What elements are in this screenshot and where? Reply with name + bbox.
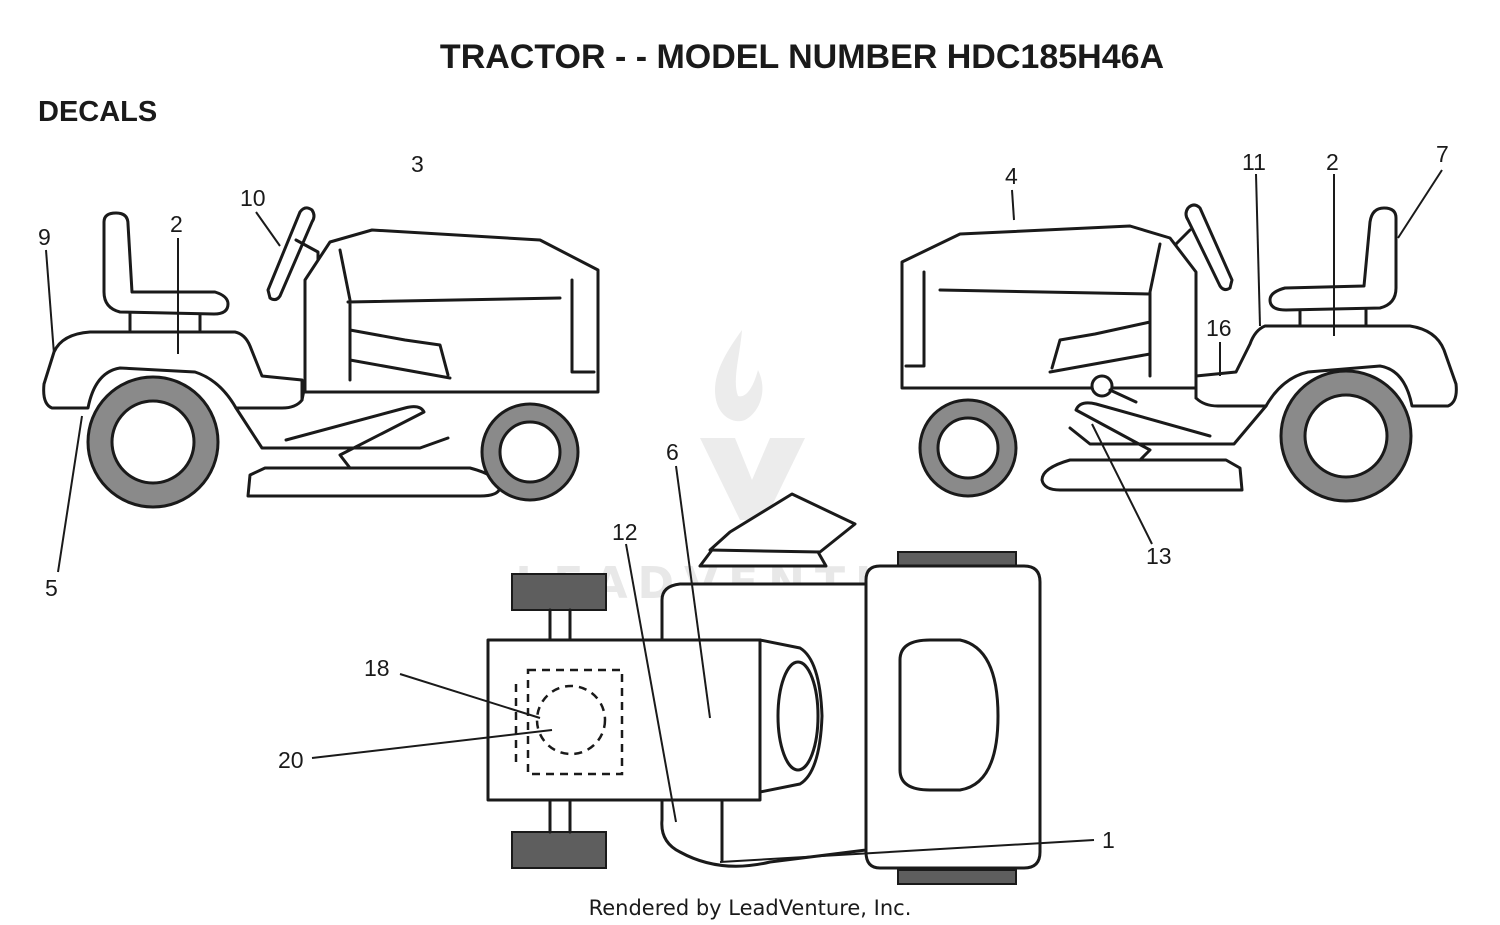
right-deck-lever — [1074, 401, 1212, 462]
page-title: TRACTOR - - MODEL NUMBER HDC185H46A — [440, 38, 1164, 76]
callout-11: 11 — [1242, 149, 1266, 175]
top-rear-fender — [486, 638, 762, 802]
top-discharge-chute — [708, 492, 857, 554]
left-deck-lever — [284, 405, 426, 470]
watermark-v-icon — [700, 438, 805, 520]
leader-7 — [1397, 169, 1443, 239]
callout-9: 9 — [38, 224, 51, 250]
left-hood — [303, 228, 600, 394]
right-hood — [900, 224, 1198, 390]
top-hood-panel — [898, 638, 1000, 792]
leader-13 — [1091, 423, 1153, 545]
leader-10 — [255, 211, 281, 247]
leader-6 — [675, 465, 711, 719]
left-steering-wheel — [266, 206, 316, 302]
left-side-tractor — [42, 206, 600, 509]
callouts: 9 2 10 3 5 4 11 2 7 16 13 6 12 18 20 1 — [38, 141, 1449, 853]
top-steering-wheel — [776, 660, 820, 772]
callout-12: 12 — [612, 519, 638, 545]
right-lift-lever — [1108, 388, 1138, 404]
top-decal-outline — [514, 668, 624, 776]
footer-credit: Rendered by LeadVenture, Inc. — [589, 896, 912, 920]
top-rear-axle — [548, 608, 572, 834]
top-rear-left-tire — [511, 573, 607, 611]
left-rear-rim — [110, 399, 196, 485]
callout-16: 16 — [1206, 315, 1232, 341]
right-side-tractor — [900, 203, 1458, 503]
right-hood-line — [904, 242, 1162, 378]
callout-7: 7 — [1436, 141, 1449, 167]
right-mower-deck — [1040, 458, 1244, 492]
leader-lines — [45, 169, 1443, 863]
top-view-tractor — [486, 492, 1042, 885]
callout-18: 18 — [364, 655, 390, 681]
callout-3: 3 — [411, 151, 424, 177]
left-hood-line — [338, 248, 596, 382]
callout-13: 13 — [1146, 543, 1172, 569]
top-rear-right-tire — [511, 831, 607, 869]
callout-1: 1 — [1102, 827, 1115, 853]
watermark-flame-icon — [715, 330, 763, 422]
right-seat-post — [1298, 308, 1368, 328]
right-steering-wheel — [1184, 203, 1234, 292]
top-front-right-tire — [897, 869, 1017, 885]
right-rear-fender — [1194, 324, 1458, 408]
callout-5: 5 — [45, 575, 58, 601]
left-seat — [102, 211, 230, 316]
callout-2-right: 2 — [1326, 149, 1339, 175]
left-front-rim — [498, 420, 562, 484]
section-heading: DECALS — [38, 96, 157, 128]
callout-2-left: 2 — [170, 211, 183, 237]
top-front-left-tire — [897, 551, 1017, 567]
leader-18 — [399, 673, 541, 719]
leader-20 — [311, 729, 553, 759]
leader-11 — [1255, 173, 1261, 327]
right-seat — [1268, 206, 1398, 312]
leader-1 — [719, 839, 1095, 863]
leader-9 — [45, 249, 55, 355]
top-chute-mount — [698, 548, 828, 568]
leader-12 — [625, 543, 677, 823]
callout-20: 20 — [278, 747, 304, 773]
right-front-rim — [936, 416, 1000, 480]
callout-4: 4 — [1005, 163, 1018, 189]
leader-5 — [57, 415, 83, 573]
right-rear-rim — [1303, 393, 1389, 479]
callout-10: 10 — [240, 185, 266, 211]
left-seat-post — [128, 312, 202, 332]
left-rear-fender — [42, 330, 304, 410]
right-lift-lever-knob — [1090, 374, 1114, 398]
leader-4 — [1011, 189, 1015, 221]
top-decal-circle — [535, 684, 607, 756]
left-mower-deck — [246, 466, 502, 498]
callout-6: 6 — [666, 439, 679, 465]
